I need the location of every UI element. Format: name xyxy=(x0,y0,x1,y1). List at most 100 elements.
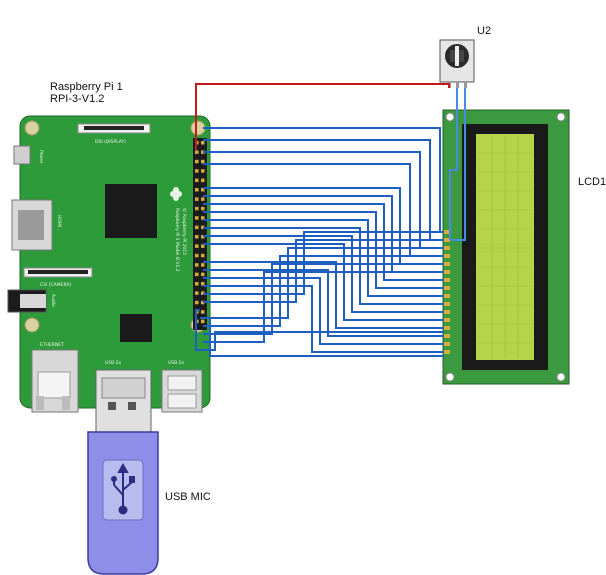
gpio-pin xyxy=(195,169,199,173)
lcd-pin xyxy=(444,302,450,306)
lcd-pin xyxy=(444,278,450,282)
wire-gpio-lcd xyxy=(203,195,444,273)
lcd-display xyxy=(442,109,570,385)
wire-gpio-lcd xyxy=(203,219,444,297)
copyright-label: © Raspberry Pi 2015 xyxy=(181,208,188,255)
wire-gpio-lcd xyxy=(203,263,444,335)
lcd-pin xyxy=(444,350,450,354)
brand-label: Raspberry Pi 3 Model B V1.2 xyxy=(174,208,180,272)
mount-hole xyxy=(445,372,455,382)
gpio-pin xyxy=(201,150,205,154)
wire-gpio-lcd xyxy=(203,235,444,313)
mount-hole xyxy=(190,120,206,136)
wire-pot-wiper xyxy=(449,88,458,240)
gpio-pin xyxy=(201,235,205,239)
wire-gpio-lcd xyxy=(203,255,444,327)
usb-right-label: USB 2x xyxy=(168,360,185,366)
mount-hole xyxy=(445,112,455,122)
wire-gpio-lcd xyxy=(203,139,444,241)
wire-gpio-lcd xyxy=(203,285,444,353)
lcd-pin xyxy=(444,326,450,330)
lcd-pin xyxy=(444,262,450,266)
gpio-pin xyxy=(195,235,199,239)
rpi-name-label: Raspberry Pi 1 xyxy=(50,81,123,93)
gpio-pin xyxy=(195,206,199,211)
wires xyxy=(195,83,466,357)
csi-label: CSI (CAMERA) xyxy=(40,282,71,288)
mount-hole xyxy=(556,372,566,382)
gpio-pin xyxy=(201,225,205,230)
lcd-pin xyxy=(444,334,450,338)
gpio-pin xyxy=(195,263,199,267)
gpio-pin xyxy=(201,197,205,201)
mount-hole xyxy=(24,120,40,136)
lcd-pin xyxy=(444,286,450,290)
wire-gpio-lcd xyxy=(203,277,444,345)
ethernet-label: ETHERNET xyxy=(40,342,64,348)
gpio-pin xyxy=(201,253,205,258)
power-label: Power xyxy=(38,150,44,164)
lcd-pin xyxy=(444,270,450,274)
lcd-pin xyxy=(444,238,450,242)
lcd-grid xyxy=(478,136,532,358)
usb-mic-label: USB MIC xyxy=(165,491,211,503)
gpio-pin xyxy=(201,159,205,164)
mount-hole xyxy=(556,112,566,122)
lcd-label: LCD1 xyxy=(578,176,606,188)
wire-gpio-lcd xyxy=(203,203,444,281)
lcd-pin xyxy=(444,294,450,298)
gpio-pin xyxy=(201,319,205,324)
usb-controller-chip xyxy=(120,314,152,342)
usb-left-label: USB 2x xyxy=(105,360,122,366)
raspberry-pi-board: DSI (DISPLAY) Power HDMI CSI (CAMERA) Au… xyxy=(7,115,211,413)
wire-gpio-lcd xyxy=(203,211,444,289)
usb-icon xyxy=(111,462,135,515)
lcd-pin xyxy=(444,310,450,314)
lcd-pin xyxy=(444,318,450,322)
lcd-pin xyxy=(444,254,450,258)
gpio-pin xyxy=(195,244,199,248)
audio-label: Audio xyxy=(50,294,56,307)
gpio-pin xyxy=(195,282,199,286)
gpio-pin xyxy=(195,150,199,154)
soc-chip xyxy=(105,184,157,238)
gpio-pin xyxy=(201,282,205,286)
wire-gpio-lcd xyxy=(203,243,444,321)
gpio-pin xyxy=(201,272,205,277)
wire-gpio-loop xyxy=(200,317,444,357)
dsi-label: DSI (DISPLAY) xyxy=(95,139,126,145)
gpio-pin xyxy=(195,272,199,277)
gpio-pin xyxy=(201,141,205,145)
wire-red-supply xyxy=(195,83,450,150)
lcd-pin xyxy=(444,246,450,250)
gpio-pin xyxy=(195,178,199,183)
gpio-pin xyxy=(195,159,199,164)
gpio-pin xyxy=(201,178,205,183)
mount-hole xyxy=(24,317,40,333)
gpio-pin xyxy=(195,216,199,220)
wire-gpio-loop xyxy=(195,309,444,351)
wire-gpio-lcd xyxy=(203,227,444,305)
gpio-pin xyxy=(201,291,205,295)
wire-gpio-lcd xyxy=(203,163,444,257)
gpio-pin xyxy=(201,188,205,192)
gpio-pin xyxy=(201,244,205,248)
power-connector xyxy=(13,145,31,165)
gpio-pin xyxy=(201,216,205,220)
potentiometer-label: U2 xyxy=(477,25,491,37)
gpio-pin xyxy=(201,263,205,267)
gpio-pin xyxy=(201,206,205,211)
potentiometer xyxy=(439,39,475,88)
wire-gpio-lcd xyxy=(203,151,444,249)
gpio-pin xyxy=(201,300,205,305)
rpi-model-label: RPI-3-V1.2 xyxy=(50,93,104,105)
wire-gpio-lcd xyxy=(203,127,444,233)
raspberry-icon xyxy=(170,187,182,201)
lcd-pin xyxy=(444,342,450,346)
lcd-pins xyxy=(444,230,450,354)
gpio-pin xyxy=(201,310,205,314)
usb-mic xyxy=(87,369,159,575)
gpio-pin xyxy=(195,197,199,201)
gpio-pin xyxy=(195,188,199,192)
